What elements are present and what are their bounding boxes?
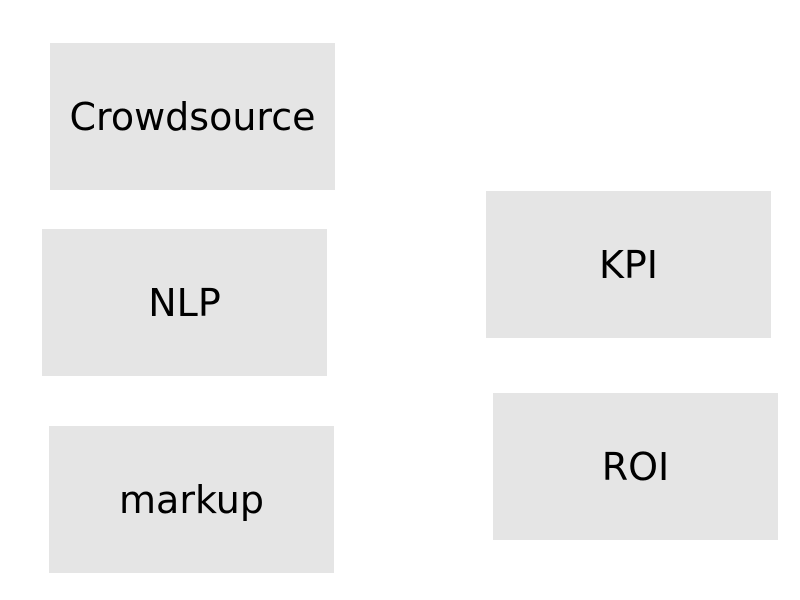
node-markup[interactable]: markup [49, 426, 334, 573]
node-label: NLP [148, 280, 221, 325]
node-roi[interactable]: ROI [493, 393, 778, 540]
node-crowdsource[interactable]: Crowdsource [50, 43, 335, 190]
node-label: markup [119, 477, 264, 522]
node-label: Crowdsource [69, 94, 316, 139]
node-kpi[interactable]: KPI [486, 191, 771, 338]
node-label: ROI [601, 444, 670, 489]
node-nlp[interactable]: NLP [42, 229, 327, 376]
node-label: KPI [598, 242, 659, 287]
